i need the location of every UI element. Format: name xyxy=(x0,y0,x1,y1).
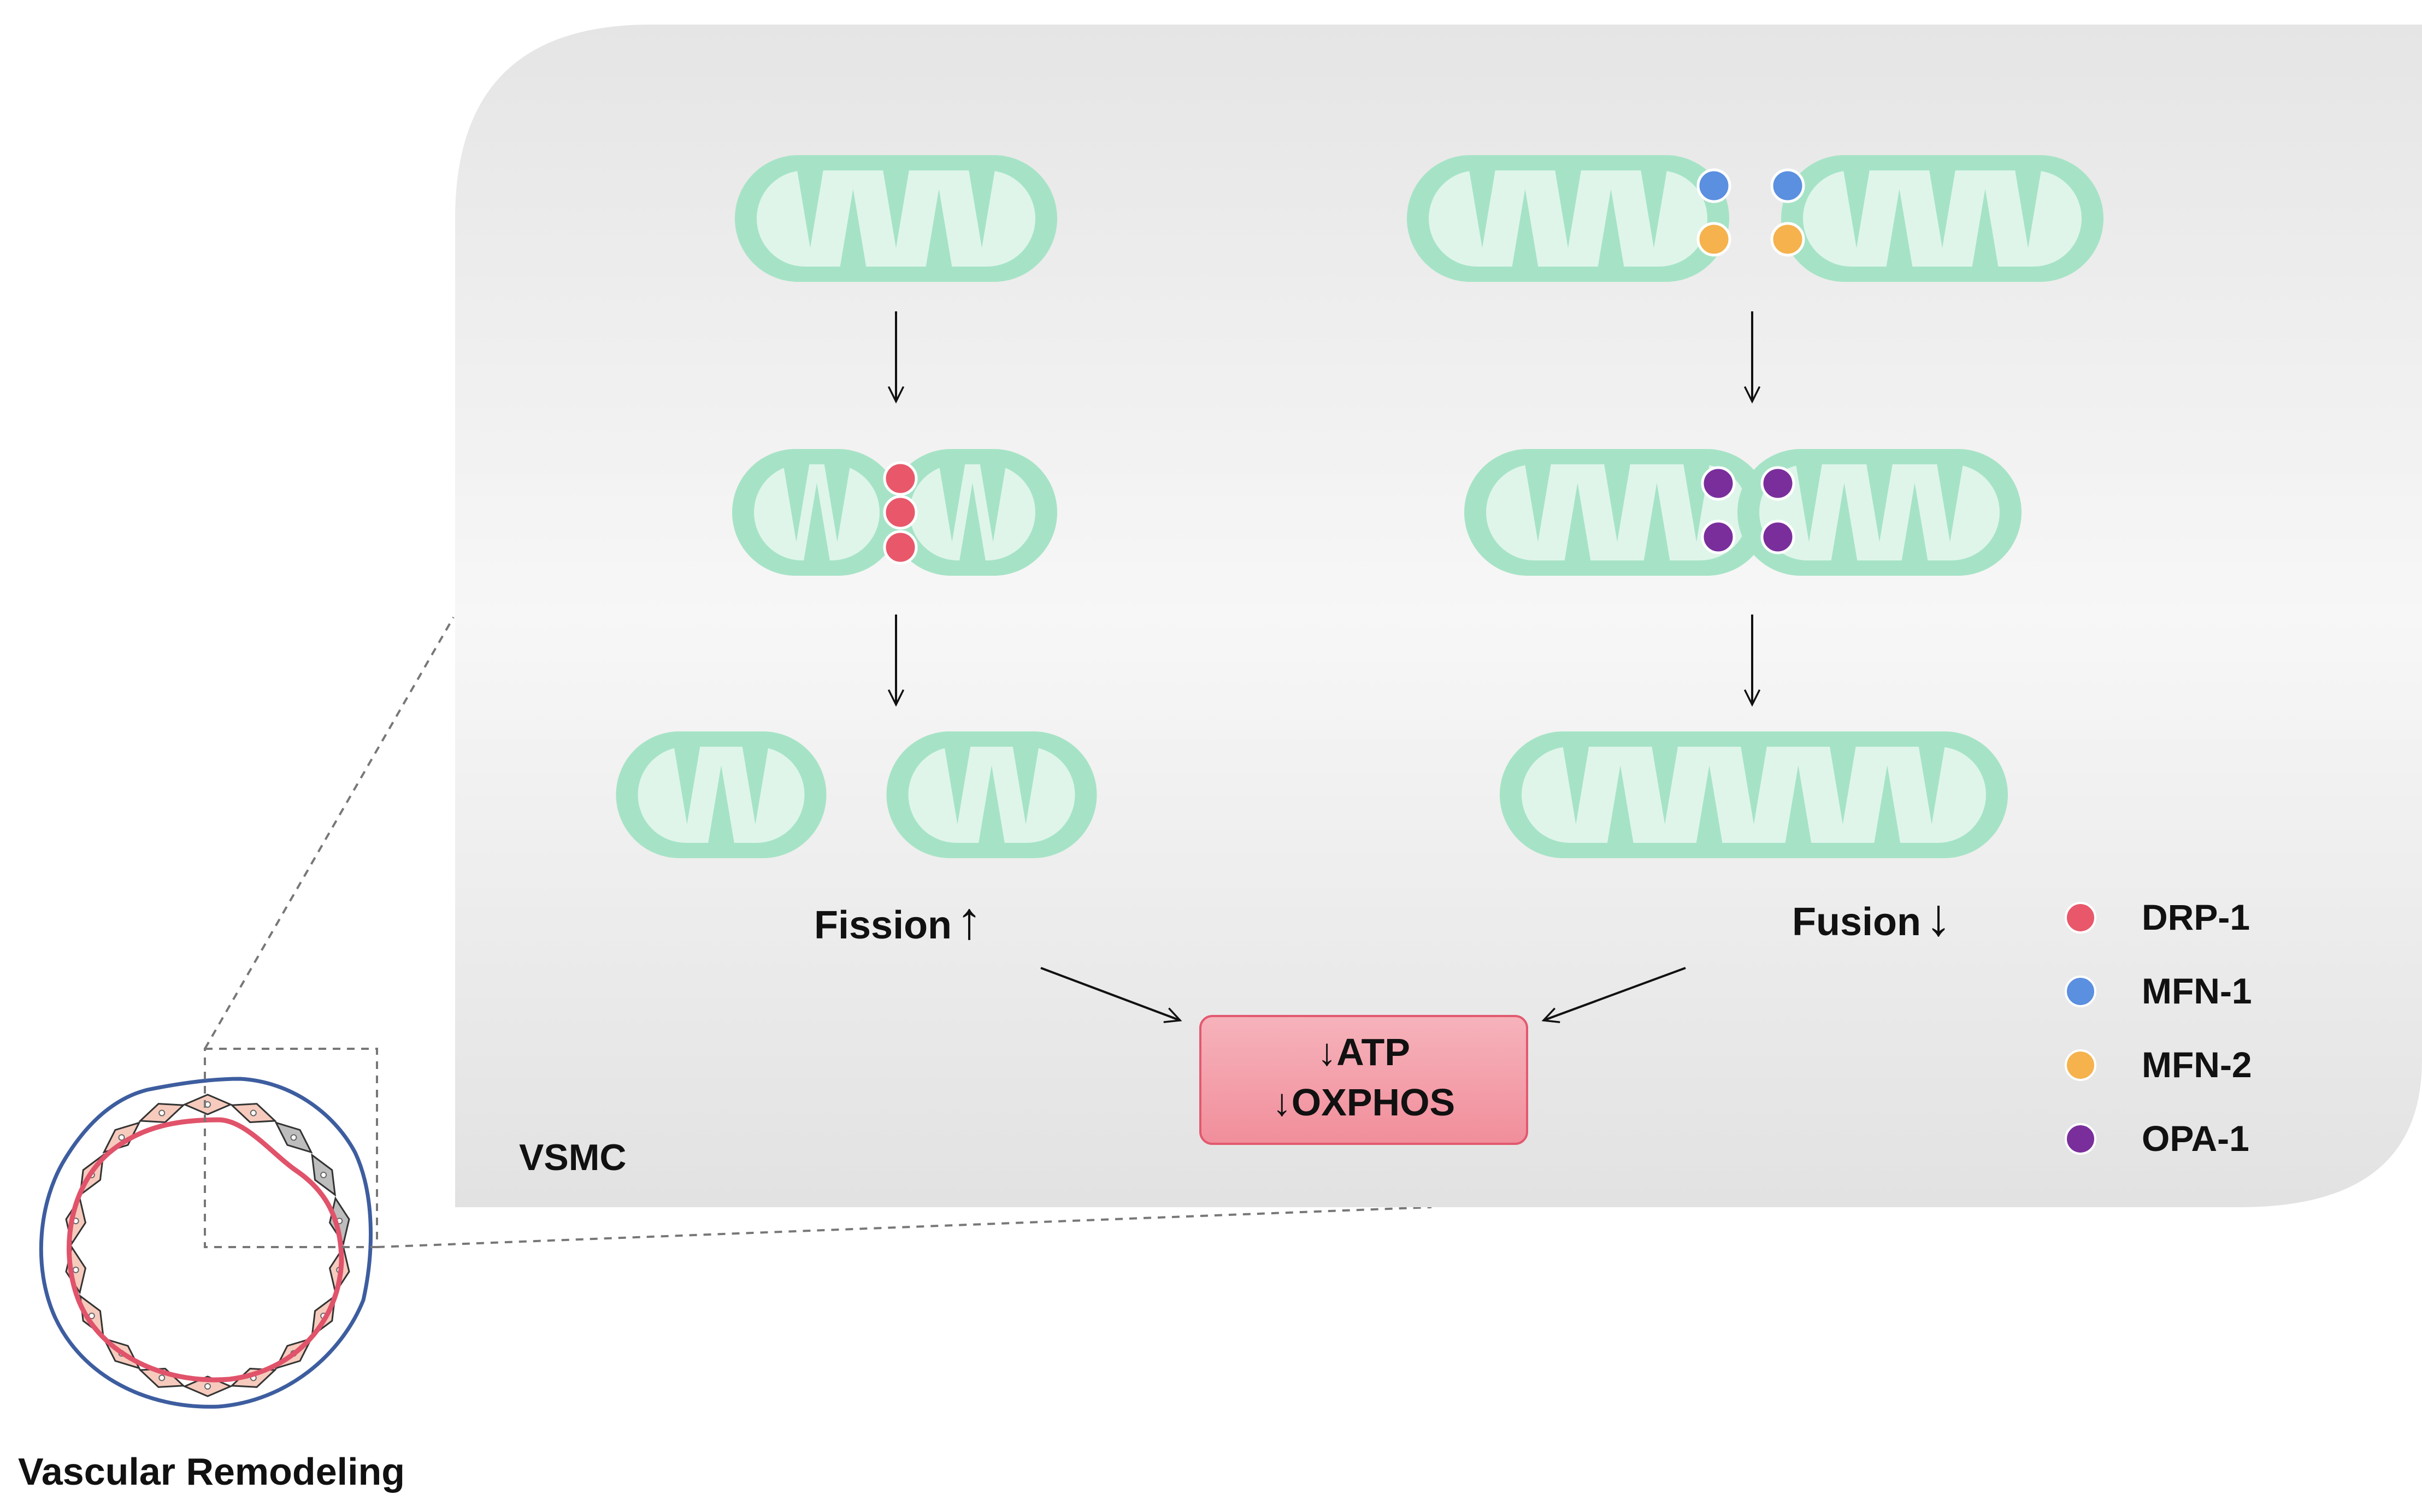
smooth-muscle-cell xyxy=(79,1294,104,1338)
vsmc-label: VSMC xyxy=(519,1137,626,1178)
fused-mitochondrion xyxy=(1500,731,2008,858)
mitochondrion-half xyxy=(732,449,901,576)
legend-label: DRP-1 xyxy=(2142,897,2250,937)
opa1-dot xyxy=(1760,466,1795,501)
zoom-lines xyxy=(204,617,1432,1248)
fusion-to-outcome-arrow xyxy=(1543,967,1686,1020)
remodeled-cell xyxy=(311,1153,337,1197)
daughter-mitochondrion xyxy=(616,731,827,858)
fission-label: Fission↑ xyxy=(814,891,982,950)
smooth-muscle-cell xyxy=(229,1103,277,1124)
zoom-box xyxy=(204,1048,378,1248)
mitochondrion-half xyxy=(888,449,1057,576)
mfn2-dot xyxy=(1696,222,1731,257)
mitochondrion xyxy=(1464,449,1770,576)
mfn2-dot xyxy=(1770,222,1805,257)
mfn1-dot xyxy=(1696,168,1731,203)
smooth-muscle-cell xyxy=(229,1367,277,1388)
mfn1-dot xyxy=(1770,168,1805,203)
vessel-inner-ring xyxy=(67,1117,344,1383)
drp1-dot xyxy=(883,461,918,496)
fusion-label: Fusion↓ xyxy=(1792,888,1952,947)
legend-label: OPA-1 xyxy=(2142,1118,2249,1159)
legend-item-opa1: OPA-1 xyxy=(2065,1118,2249,1159)
opa1-dot xyxy=(1701,519,1736,554)
mitochondrion xyxy=(1781,155,2103,282)
opa1-dot xyxy=(1760,519,1795,554)
daughter-mitochondrion xyxy=(886,731,1097,858)
protein-markers xyxy=(883,168,1805,565)
legend-item-mfn1: MFN-1 xyxy=(2065,971,2252,1011)
legend-label: MFN-1 xyxy=(2142,971,2252,1011)
fission-to-outcome-arrow xyxy=(1040,967,1180,1020)
outcome-oxphos: ↓OXPHOS xyxy=(1272,1081,1455,1124)
legend-label: MFN-2 xyxy=(2142,1044,2252,1085)
caption-vascular-remodeling: Vascular Remodeling xyxy=(18,1450,405,1493)
outcome-atp: ↓ATP xyxy=(1317,1031,1410,1073)
fusion-down-arrow: ↓ xyxy=(1925,888,1952,947)
mitochondrion xyxy=(1407,155,1729,282)
mitochondria-layer xyxy=(616,155,2103,858)
fission-up-arrow: ↑ xyxy=(956,891,982,950)
legend-item-drp1: DRP-1 xyxy=(2065,897,2250,937)
vsmc-panel xyxy=(455,25,2422,1207)
drp1-dot xyxy=(883,530,918,565)
smooth-muscle-cell xyxy=(138,1103,186,1124)
drp1-dot xyxy=(883,495,918,530)
mitochondrion xyxy=(735,155,1057,282)
legend-item-mfn2: MFN-2 xyxy=(2065,1044,2252,1085)
opa1-dot xyxy=(1701,466,1736,501)
outcome-box: ↓ATP ↓OXPHOS xyxy=(1199,1015,1528,1145)
legend: DRP-1 MFN-1 MFN-2 OPA-1 xyxy=(2065,897,2252,1159)
pathway-arrows xyxy=(896,311,1752,1020)
remodeled-cell xyxy=(274,1121,313,1154)
mitochondrion xyxy=(1737,449,2022,576)
